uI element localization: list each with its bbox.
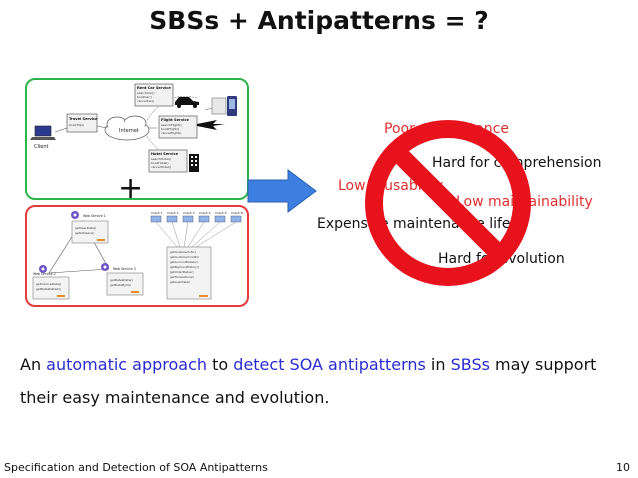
travel-service-op: bookTrip()	[69, 123, 84, 127]
cloud-icon	[104, 115, 150, 141]
body-text-3: in	[425, 355, 451, 374]
plus-sign: +	[118, 171, 144, 206]
flight-op-3: cancelFlight()	[161, 131, 181, 135]
body-statement: An automatic approach to detect SOA anti…	[20, 348, 630, 414]
body-highlight-detect-antipatterns: detect SOA antipatterns	[233, 355, 426, 374]
travel-service-name: Travel Service	[69, 117, 98, 121]
ws3-op-1: getRatesData()	[110, 278, 133, 282]
client-n: Client N	[195, 211, 243, 248]
rent-car-op-2: bookCar()	[137, 95, 152, 99]
prohibition-icon	[365, 120, 531, 286]
car-icon	[175, 97, 199, 108]
hotel-service-name: Hotel Service	[151, 152, 179, 156]
hub-service-box: getCustomerInfo() getCustomerCredit() ge…	[166, 246, 212, 300]
hub-op-7: getLoanData()	[170, 280, 190, 284]
ws2-op-2: getRatesDataX()	[36, 287, 61, 291]
hub-op-1: getCustomerInfo()	[170, 250, 196, 254]
hotel-service-box: Hotel Service searchHotel() bookHotel() …	[148, 149, 188, 173]
gear-icon	[39, 265, 47, 273]
airplane-icon	[197, 120, 225, 130]
hotel-building-icon	[189, 154, 199, 172]
sbs-diagram: Client Internet Travel Service bookTrip(…	[30, 83, 237, 173]
ws2-op-1: getInvoiceData()	[36, 282, 61, 286]
server-icon	[211, 96, 237, 116]
client-5-label: Client 5	[215, 211, 227, 215]
web-service-3-name: Web Service 3	[113, 267, 136, 271]
rent-car-op-3: cancelCar()	[137, 99, 154, 103]
ws1-op-1: getUserData()	[75, 226, 96, 230]
body-highlight-automatic-approach: automatic approach	[46, 355, 208, 374]
hub-op-4: getPaymentHistory()	[170, 265, 199, 269]
client-4: Client 4	[187, 211, 211, 248]
flight-service-box: Flight Service searchFlight() bookFlight…	[158, 115, 198, 139]
hotel-op-2: bookHotel()	[151, 161, 169, 165]
client-1-label: Client 1	[151, 211, 163, 215]
client-n-label: Client N	[231, 211, 243, 215]
client-label: Client	[34, 144, 49, 150]
page-number: 10	[616, 461, 630, 474]
slide-title: SBSs + Antipatterns = ?	[149, 6, 489, 35]
client-2: Client 2	[166, 211, 181, 248]
gear-icon	[71, 211, 79, 219]
body-text-1: An	[20, 355, 47, 374]
rent-car-service-name: Rent Car Service	[137, 86, 171, 90]
client-4-label: Client 4	[199, 211, 211, 215]
ws3-op-2: getDataById()	[110, 283, 131, 287]
body-text-4: may support their easy maintenance and e…	[20, 355, 597, 407]
ws1-op-2: getAllUsers()	[75, 231, 94, 235]
flight-service-name: Flight Service	[161, 118, 190, 122]
hub-op-6: getTransactions()	[170, 275, 194, 279]
client-2-label: Client 2	[167, 211, 179, 215]
hub-op-5: getOrderStatus()	[170, 270, 194, 274]
internet-label: Internet	[119, 128, 139, 134]
body-highlight-sbss: SBSs	[450, 355, 490, 374]
antipattern-diagram-frame: Web Service 1 getUserData() getAllUsers(…	[25, 205, 249, 307]
web-service-1-box: Web Service 1 getUserData() getAllUsers(…	[71, 214, 109, 244]
antipattern-diagram: Web Service 1 getUserData() getAllUsers(…	[32, 211, 243, 300]
web-service-2-name: Web Service 2	[33, 272, 56, 276]
travel-service-box: Travel Service bookTrip()	[66, 113, 98, 133]
web-service-3-box: Web Service 3 getRatesData() getDataById…	[106, 267, 144, 296]
flight-op-2: bookFlight()	[161, 127, 179, 131]
body-text-2: to	[207, 355, 234, 374]
right-arrow-icon	[247, 169, 317, 213]
web-service-1-name: Web Service 1	[83, 214, 106, 218]
client-3: Client 3	[182, 211, 195, 248]
client-5: Client 5	[191, 211, 227, 248]
footer-title: Specification and Detection of SOA Antip…	[4, 461, 268, 474]
web-service-2-box: Web Service 2 getInvoiceData() getRatesD…	[32, 272, 70, 300]
client-1: Client 1	[150, 211, 178, 248]
client-3-label: Client 3	[183, 211, 195, 215]
rent-car-op-1: searchCar()	[137, 91, 154, 95]
rent-car-service-box: Rent Car Service searchCar() bookCar() c…	[134, 83, 174, 107]
hotel-op-1: searchHotel()	[151, 157, 171, 161]
hub-op-3: getAccountDetails()	[170, 260, 198, 264]
gear-icon	[101, 263, 109, 271]
flight-op-1: searchFlight()	[161, 123, 182, 127]
sbs-diagram-frame: Client Internet Travel Service bookTrip(…	[25, 78, 249, 200]
hub-op-2: getCustomerCredit()	[170, 255, 199, 259]
hotel-op-3: cancelHotel()	[151, 165, 171, 169]
laptop-icon	[30, 125, 56, 140]
